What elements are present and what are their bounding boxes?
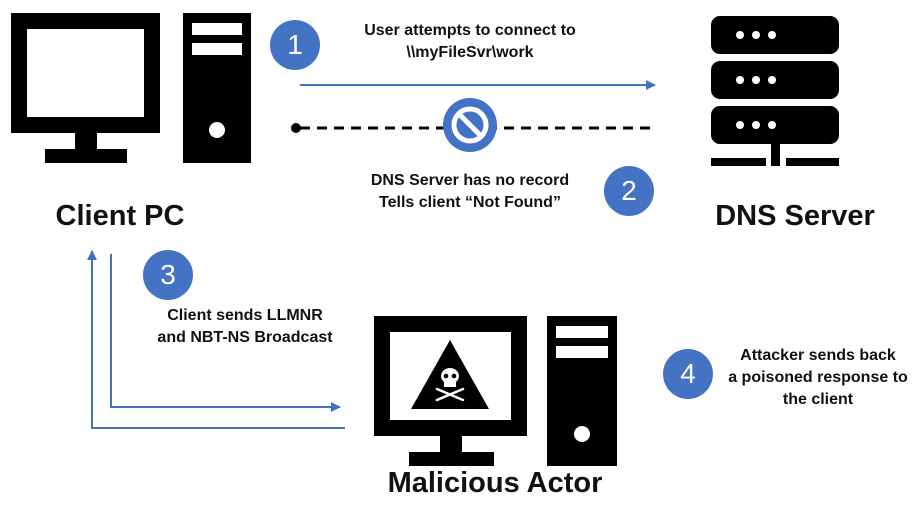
step-3-badge: 3 bbox=[143, 250, 193, 300]
step-1-badge: 1 bbox=[270, 20, 320, 70]
malicious-actor-label: Malicious Actor bbox=[387, 467, 603, 499]
step-1-line2: \\myFileSvr\work bbox=[406, 44, 534, 61]
step-3-line1: Client sends LLMNR bbox=[167, 307, 323, 324]
broadcast-arrow bbox=[110, 254, 341, 412]
step-2-line2: Tells client “Not Found” bbox=[379, 194, 561, 211]
step-4-line1: Attacker sends back bbox=[740, 347, 896, 364]
dns-server-label: DNS Server bbox=[715, 200, 875, 232]
step-2-line1: DNS Server has no record bbox=[370, 172, 570, 189]
step-4-caption: Attacker sends back a poisoned response … bbox=[718, 345, 918, 411]
step-2-badge: 2 bbox=[604, 166, 654, 216]
step-1-line1: User attempts to connect to bbox=[364, 22, 576, 39]
step-4-line3: the client bbox=[782, 391, 854, 408]
step-4-line2: a poisoned response to bbox=[728, 369, 908, 386]
step-4-badge: 4 bbox=[663, 349, 713, 399]
client-pc-label: Client PC bbox=[55, 200, 185, 232]
step-3-line2: and NBT-NS Broadcast bbox=[157, 329, 333, 346]
step-1-caption: User attempts to connect to \\myFileSvr\… bbox=[325, 20, 615, 64]
poisoned-response-arrow bbox=[87, 250, 345, 429]
step-2-caption: DNS Server has no record Tells client “N… bbox=[345, 170, 595, 214]
step-3-caption: Client sends LLMNR and NBT-NS Broadcast bbox=[135, 305, 355, 349]
